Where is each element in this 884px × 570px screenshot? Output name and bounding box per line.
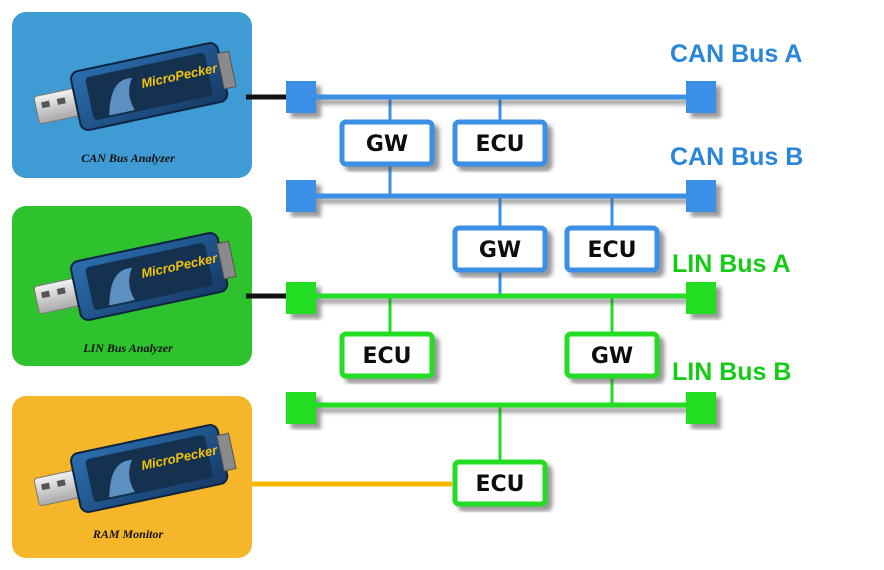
node-label: GW (479, 238, 521, 263)
lin-bus-a (286, 282, 716, 314)
bus-label: CAN Bus B (670, 143, 803, 171)
can-bus-analyzer-panel: MicroPecker CAN Bus Analyzer (12, 12, 252, 178)
lin-bus-analyzer-panel: MicroPecker LIN Bus Analyzer (12, 206, 252, 366)
ram-monitor-panel: MicroPecker RAM Monitor (12, 396, 252, 558)
bus-label: LIN Bus A (672, 250, 791, 278)
bus-terminator (686, 282, 716, 314)
bus-terminator (686, 180, 716, 212)
analyzer-caption: LIN Bus Analyzer (82, 341, 173, 355)
gw-node-can-a-b: GW (339, 119, 435, 167)
bus-label: CAN Bus A (670, 40, 802, 68)
bus-terminator (286, 282, 316, 314)
node-label: ECU (362, 344, 411, 369)
bus-label: LIN Bus B (672, 358, 791, 386)
bus-terminator (686, 81, 716, 113)
can-bus-a (286, 81, 716, 113)
bus-terminator (286, 180, 316, 212)
bus-terminator (286, 81, 316, 113)
gw-node-can-b-lin-a: GW (452, 225, 548, 273)
usb-dongle-image: MicroPecker (33, 424, 237, 513)
lin-bus-b (286, 392, 716, 424)
gw-node-lin-a-b: GW (564, 331, 660, 379)
bus-terminator (686, 392, 716, 424)
ecu-node-ram-monitor: ECU (452, 459, 548, 507)
usb-dongle-image: MicroPecker (33, 42, 237, 131)
ecu-node-can-b: ECU (564, 225, 660, 273)
can-bus-b (286, 180, 716, 212)
node-label: GW (591, 344, 633, 369)
bus-terminator (286, 392, 316, 424)
node-label: ECU (475, 472, 524, 497)
usb-dongle-image: MicroPecker (33, 232, 237, 321)
node-label: ECU (587, 238, 636, 263)
analyzer-caption: RAM Monitor (92, 527, 164, 541)
analyzer-caption: CAN Bus Analyzer (81, 151, 175, 165)
ecu-node-lin-a: ECU (339, 331, 435, 379)
node-label: GW (366, 132, 408, 157)
node-label: ECU (475, 132, 524, 157)
ecu-node-can-a: ECU (452, 119, 548, 167)
